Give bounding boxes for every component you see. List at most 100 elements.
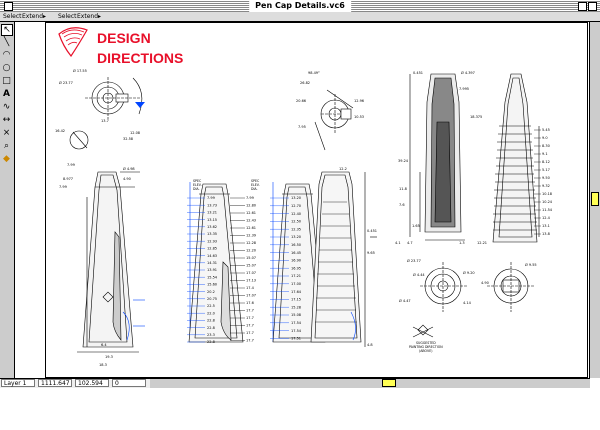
- arc-tool-icon[interactable]: ◠: [2, 50, 11, 60]
- horizontal-scrollbar[interactable]: [150, 378, 590, 388]
- zoom-box[interactable]: [578, 2, 587, 11]
- ladder-a-value: 14.63: [207, 254, 217, 258]
- dim-l5: 12.08: [130, 131, 140, 135]
- dim-l11: 7.99: [67, 163, 75, 167]
- dim-l16: 26.82: [300, 81, 310, 85]
- dim-l41: Ø 4.47: [399, 298, 411, 303]
- ladder-c-value: 12.40: [291, 212, 301, 216]
- note-painting-direction: PAINTING DIRECTION: [409, 345, 443, 349]
- dim-l35: 1.3: [459, 241, 465, 245]
- ladder-c-value: 17.64: [291, 290, 302, 294]
- window-title: Pen Cap Details.vc6: [249, 0, 351, 12]
- vertical-scrollbar[interactable]: [589, 22, 600, 378]
- dim-l39: 4.90: [481, 281, 489, 285]
- drawing-menubar: Select Extend▸ Select Extend▸: [0, 12, 600, 22]
- drawing-canvas[interactable]: DESIGN DIRECTIONS: [15, 22, 589, 378]
- ladder-d-value: 9.1: [542, 152, 548, 156]
- crop-tool-icon[interactable]: ⨯: [2, 128, 11, 138]
- ladder-a-value: 7.99: [207, 196, 215, 200]
- vertical-scroll-thumb[interactable]: [591, 192, 599, 206]
- menu-select-2[interactable]: Select: [58, 13, 77, 20]
- ladder-a-value: 14.31: [207, 261, 217, 265]
- rectangle-tool-icon[interactable]: □: [2, 76, 11, 86]
- ladder-b-value: 12.80: [246, 204, 256, 208]
- col-elev-label-1: ELEV.: [193, 183, 202, 187]
- horizontal-scroll-thumb[interactable]: [382, 379, 396, 387]
- dim-l7: 8.977: [63, 177, 73, 181]
- ladder-b-value: 17.7: [246, 339, 254, 343]
- ladder-c-value: 15.28: [291, 305, 301, 309]
- col-spec-label-2: SPEC: [251, 179, 260, 183]
- ladder-a-value: 15.54: [207, 275, 218, 279]
- ladder-a-value: 23.3: [207, 333, 215, 337]
- ladder-b-value: 12.28: [246, 241, 256, 245]
- dim-l2: Ø 23.77: [59, 80, 73, 85]
- dim-l10: 4.90: [123, 177, 131, 181]
- ladder-c-value: 12.35: [291, 227, 301, 231]
- dimension-tool-icon[interactable]: ↔: [2, 115, 11, 125]
- dim-l20: 7.95: [298, 125, 306, 129]
- ladder-c-value: 17.54: [291, 321, 302, 325]
- dim-l25: 0.451: [413, 71, 423, 75]
- dim-l17: 20.66: [296, 99, 306, 103]
- ladder-a-value: 13.73: [207, 203, 217, 207]
- dimension-column-b: 7.9912.8012.6112.4312.6112.3912.2812.201…: [230, 196, 256, 343]
- ladder-b-value: 17.4: [246, 286, 255, 290]
- z-coordinate: 0: [112, 379, 146, 387]
- ladder-d-value: 13.1: [542, 224, 550, 228]
- ladder-a-value: 22.5: [207, 304, 215, 308]
- y-coordinate: 102.594: [75, 379, 109, 387]
- circle-tool-icon[interactable]: ○: [2, 63, 11, 73]
- dim-l8: 7.99: [59, 185, 67, 189]
- ladder-d-value: 5.17: [542, 168, 550, 172]
- dim-l15: 98.49°: [308, 71, 320, 75]
- view-1-side-profile: [77, 171, 145, 353]
- ladder-c-value: 15.08: [291, 313, 301, 317]
- menu-select-1[interactable]: Select: [3, 13, 22, 20]
- dim-l14: 18.3: [99, 363, 107, 367]
- ladder-d-value: 11.54: [542, 208, 553, 212]
- ladder-b-value: 17.6: [246, 301, 254, 305]
- line-tool-icon[interactable]: ╲: [3, 37, 10, 47]
- view-2-profile: [188, 182, 244, 343]
- freehand-tool-icon[interactable]: ∿: [2, 102, 11, 112]
- ladder-d-value: 12.4: [542, 216, 551, 220]
- ladder-c-value: 17.21: [291, 274, 301, 278]
- ladder-b-value: 17.13: [246, 279, 256, 283]
- ladder-c-value: 16.45: [291, 251, 301, 255]
- pointer-tool-icon[interactable]: ↖: [1, 24, 13, 36]
- technical-drawing: DESIGN DIRECTIONS: [55, 27, 553, 367]
- heading-directions: DIRECTIONS: [97, 50, 183, 66]
- dim-l26: Ø 4.397: [461, 70, 475, 75]
- ladder-a-value: 13.21: [207, 211, 217, 215]
- menu-extend-1[interactable]: Extend▸: [22, 13, 47, 20]
- paint-bucket-icon[interactable]: ◆: [3, 154, 10, 164]
- ladder-c-value: 17.00: [291, 282, 301, 286]
- zoom-tool-icon[interactable]: ⌕: [3, 141, 10, 151]
- ladder-b-value: 17.7: [246, 324, 254, 328]
- text-tool-icon[interactable]: A: [3, 89, 10, 99]
- dim-l38: Ø 9.20: [463, 270, 475, 275]
- dim-l32: 1.65: [412, 224, 420, 228]
- ladder-c-value: 17.51: [291, 337, 301, 341]
- view-4-section: [310, 89, 377, 347]
- menu-extend-2[interactable]: Extend▸: [77, 13, 102, 20]
- dim-l23: 9.65: [367, 251, 375, 255]
- x-coordinate: 1111.647: [38, 379, 72, 387]
- dim-l24: 4.8: [367, 343, 373, 347]
- layer-selector[interactable]: Layer 1: [1, 379, 35, 387]
- ladder-d-value: 5.45: [542, 128, 550, 132]
- dim-l30: 11.8: [399, 187, 407, 191]
- ladder-c-value: 16.90: [291, 259, 301, 263]
- ladder-a-value: 13.91: [207, 268, 217, 272]
- ladder-a-value: 13.35: [207, 232, 217, 236]
- close-box[interactable]: [4, 2, 13, 11]
- collapse-box[interactable]: [588, 2, 597, 11]
- note-above: (ABOVE): [419, 349, 432, 353]
- ladder-d-value: 10.24: [542, 200, 553, 204]
- dim-l31: 7.6: [399, 203, 405, 207]
- ladder-d-value: 10.18: [542, 192, 552, 196]
- ladder-b-value: 17.7: [246, 331, 254, 335]
- application-window: Pen Cap Details.vc6 Select Extend▸ Selec…: [0, 0, 600, 388]
- dimension-column-a: 7.9913.7313.2113.1513.6213.3512.9312.851…: [187, 196, 218, 344]
